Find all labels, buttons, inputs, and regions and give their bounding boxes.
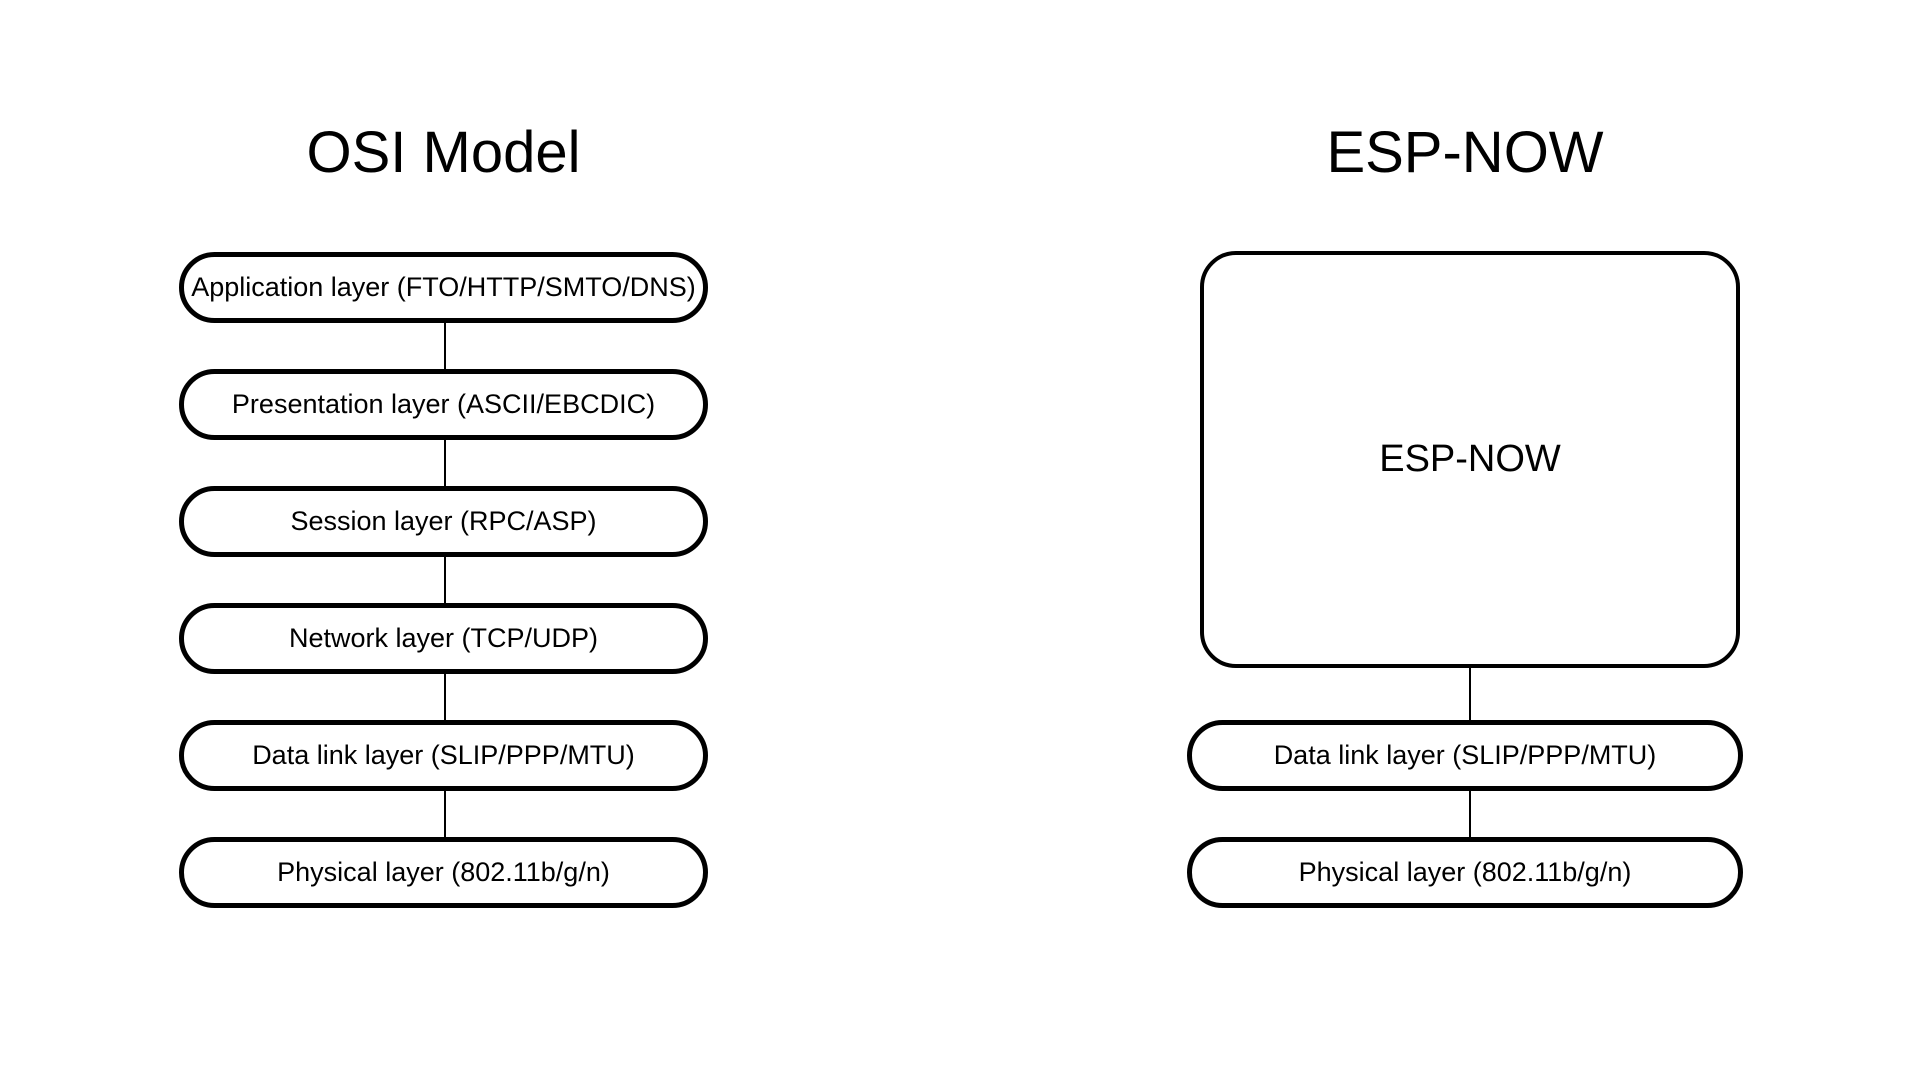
osi-layer-box-session: Session layer (RPC/ASP) xyxy=(179,486,708,557)
espnow-layer-box-physical: Physical layer (802.11b/g/n) xyxy=(1187,837,1743,908)
osi-layer-box-application: Application layer (FTO/HTTP/SMTO/DNS) xyxy=(179,252,708,323)
osi-layer-label: Data link layer (SLIP/PPP/MTU) xyxy=(252,740,635,770)
connector-line xyxy=(444,674,446,720)
espnow-box-label: ESP-NOW xyxy=(1379,438,1561,480)
osi-layer-box-datalink: Data link layer (SLIP/PPP/MTU) xyxy=(179,720,708,791)
espnow-layer-label: Data link layer (SLIP/PPP/MTU) xyxy=(1273,740,1657,770)
osi-layer-label: Application layer (FTO/HTTP/SMTO/DNS) xyxy=(191,272,696,302)
connector-line xyxy=(1469,668,1471,720)
osi-layer-label: Physical layer (802.11b/g/n) xyxy=(277,857,610,887)
osi-layer-box-network: Network layer (TCP/UDP) xyxy=(179,603,708,674)
osi-layer-box-physical: Physical layer (802.11b/g/n) xyxy=(179,837,708,908)
osi-layer-box-presentation: Presentation layer (ASCII/EBCDIC) xyxy=(179,369,708,440)
espnow-box: ESP-NOW xyxy=(1200,251,1740,668)
osi-column-title: OSI Model xyxy=(306,120,581,185)
espnow-column-title: ESP-NOW xyxy=(1326,120,1604,185)
connector-line xyxy=(444,440,446,486)
espnow-layer-label: Physical layer (802.11b/g/n) xyxy=(1298,857,1632,887)
espnow-layer-box-datalink: Data link layer (SLIP/PPP/MTU) xyxy=(1187,720,1743,791)
connector-line xyxy=(444,791,446,837)
osi-layer-label: Network layer (TCP/UDP) xyxy=(288,623,599,653)
connector-line xyxy=(444,323,446,369)
osi-layer-label: Presentation layer (ASCII/EBCDIC) xyxy=(231,389,656,419)
osi-layer-label: Session layer (RPC/ASP) xyxy=(290,506,597,536)
connector-line xyxy=(1469,791,1471,837)
connector-line xyxy=(444,557,446,603)
